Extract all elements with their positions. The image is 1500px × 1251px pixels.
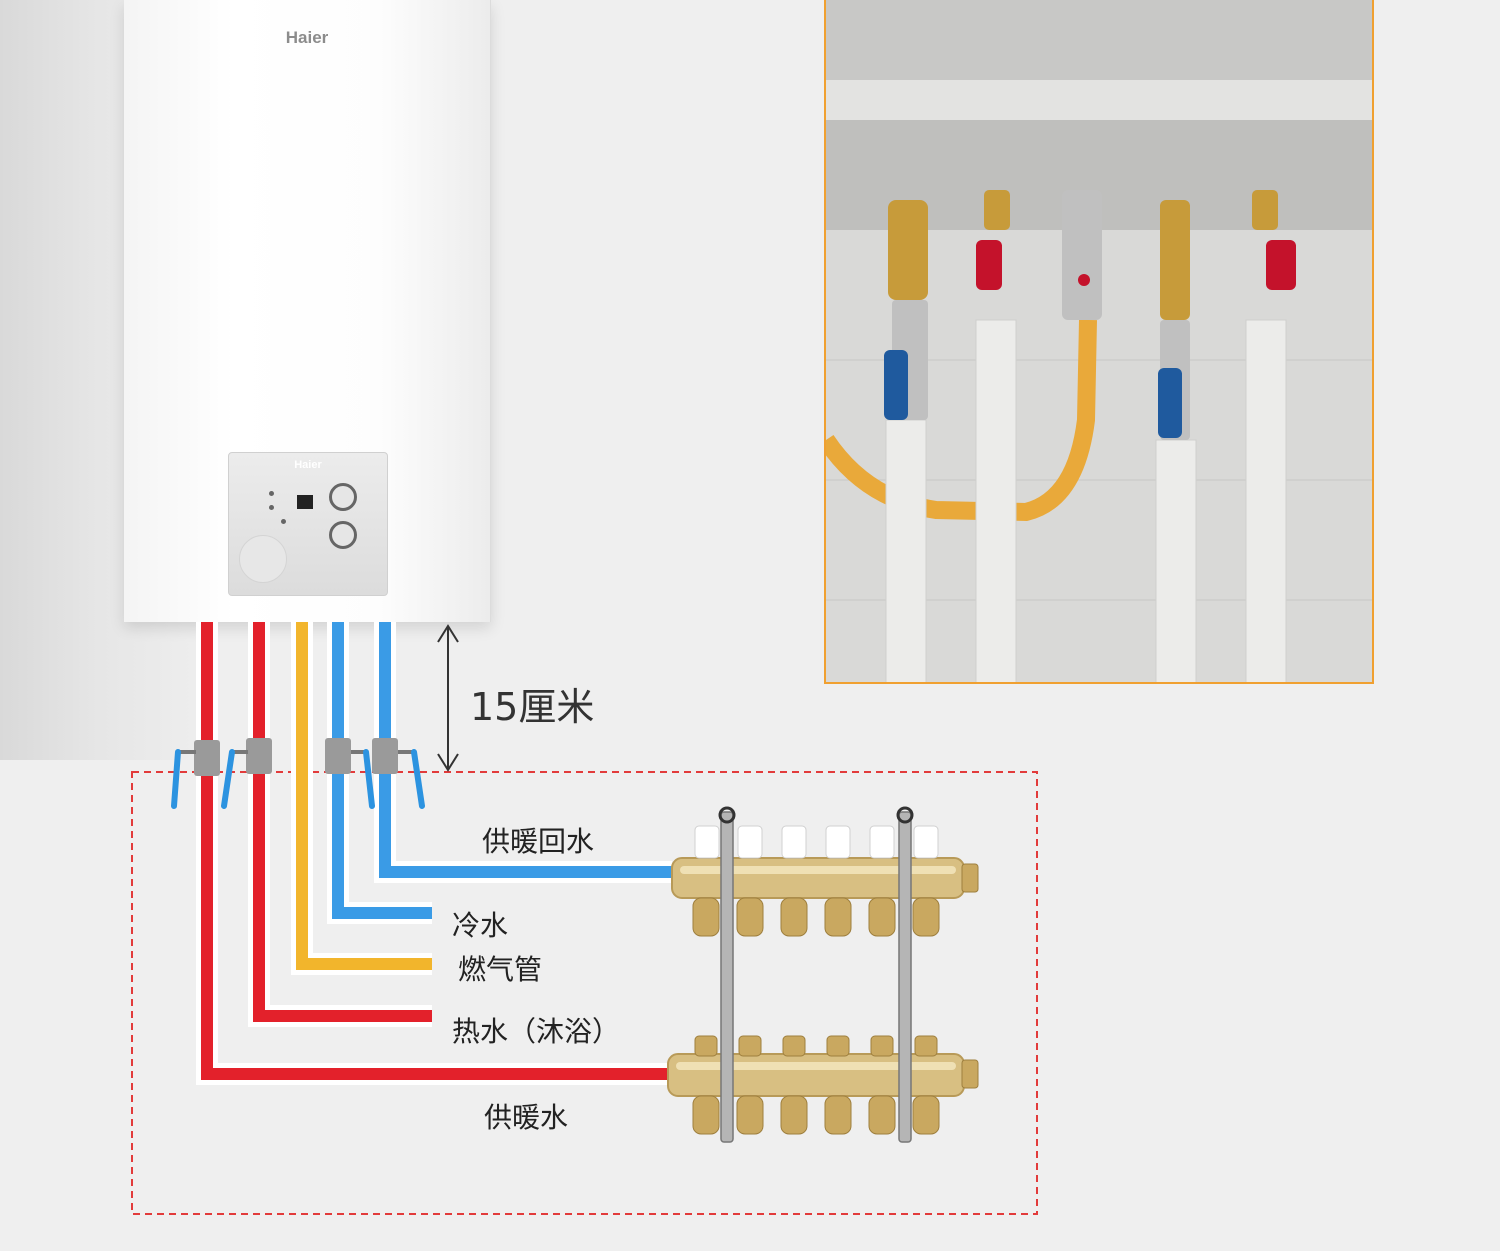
hot-water-label: 热水（沐浴） xyxy=(452,1015,621,1048)
valve xyxy=(372,738,425,809)
control-panel: Haier xyxy=(228,452,388,596)
valve xyxy=(221,738,272,809)
manifold-bottom xyxy=(667,1035,979,1135)
installation-area-boundary xyxy=(131,771,1038,1215)
boiler-unit: Haier Haier xyxy=(124,0,491,622)
indicator-light xyxy=(281,519,286,524)
temperature-knob[interactable] xyxy=(329,483,357,511)
indicator-light xyxy=(269,505,274,510)
installation-photo-illustration xyxy=(826,0,1372,682)
dimension-label: 15厘米 xyxy=(470,685,595,729)
panel-display xyxy=(297,495,313,509)
heating-supply-label: 供暖水 xyxy=(484,1101,569,1134)
gas-pipe xyxy=(296,622,432,970)
panel-brand-logo: Haier xyxy=(294,459,322,471)
dimension-arrow xyxy=(437,624,459,772)
cold-water-label: 冷水 xyxy=(452,909,509,942)
valve-group xyxy=(171,738,425,809)
manifold-top xyxy=(671,825,979,937)
indicator-light xyxy=(269,491,274,496)
panel-cover xyxy=(239,535,287,583)
manifold-bracket xyxy=(718,806,914,1143)
boiler-brand-logo: Haier xyxy=(285,28,329,47)
cold-water-pipe xyxy=(332,622,432,919)
heating-return-pipe xyxy=(379,622,672,878)
valve xyxy=(325,738,375,809)
heating-return-label: 供暖回水 xyxy=(482,825,595,858)
temperature-knob[interactable] xyxy=(329,521,357,549)
installation-photo xyxy=(824,0,1374,684)
gas-pipe-label: 燃气管 xyxy=(458,953,543,986)
valve xyxy=(171,740,220,809)
